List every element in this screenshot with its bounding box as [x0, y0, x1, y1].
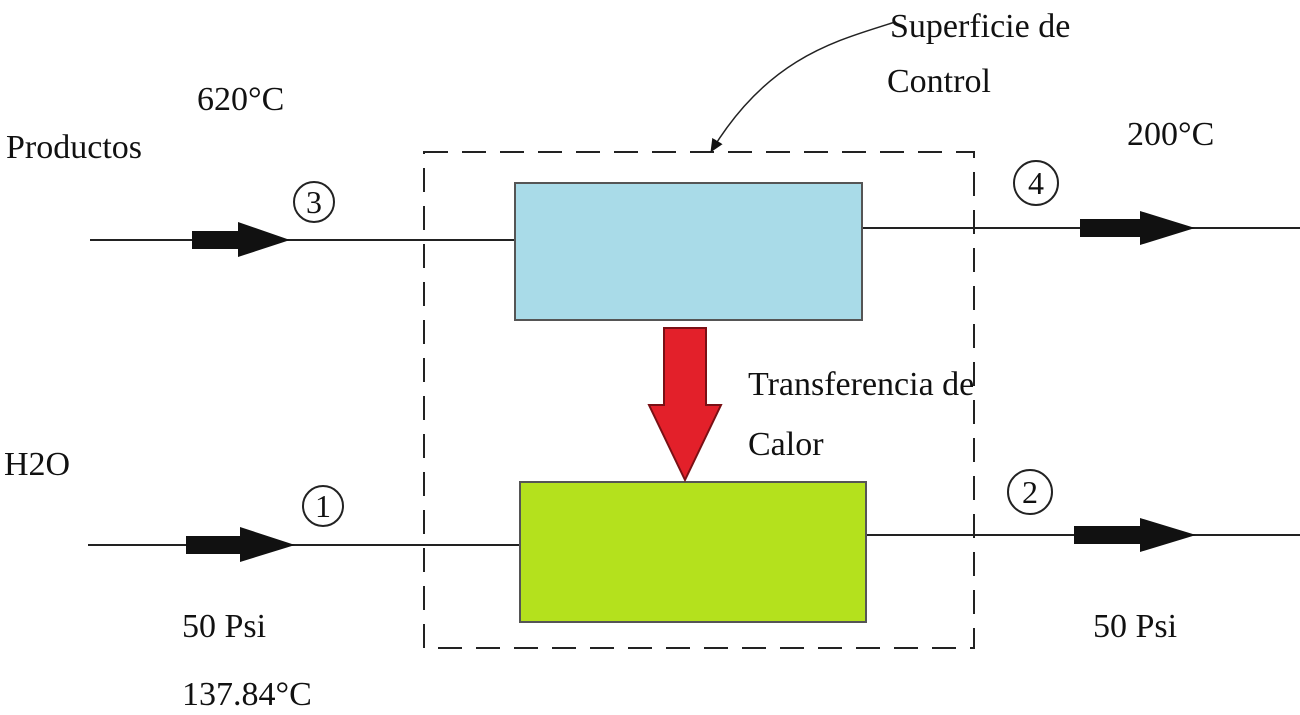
stream-4-circle	[1013, 160, 1059, 206]
stream-1-number: 1	[315, 488, 331, 524]
stream-4-number: 4	[1028, 165, 1044, 201]
stream-3-circle	[293, 181, 335, 223]
stream-2-circle	[1007, 469, 1053, 515]
control-surface-pointer	[710, 21, 896, 153]
stream-1-circle	[302, 485, 344, 527]
stream-3-number: 3	[306, 184, 322, 220]
water-label: H2O	[4, 446, 70, 483]
hot-side-block	[514, 182, 863, 321]
water-inlet-arrow	[186, 527, 295, 562]
products-outlet-arrow	[1080, 211, 1195, 245]
heat-transfer-label-line1: Transferencia de	[748, 366, 974, 403]
stream-2-number: 2	[1022, 474, 1038, 510]
products-label: Productos	[6, 129, 142, 166]
products-inlet-temperature: 620°C	[197, 81, 284, 118]
control-surface-label-line1: Superficie de	[890, 8, 1070, 45]
control-surface-label-line2: Control	[887, 63, 991, 100]
control-surface-boundary	[423, 151, 975, 649]
products-outlet-temperature: 200°C	[1127, 116, 1214, 153]
heat-transfer-arrow	[647, 327, 723, 483]
water-outlet-arrow	[1074, 518, 1196, 552]
cold-side-block	[519, 481, 867, 623]
products-inlet-arrow	[192, 222, 290, 257]
water-inlet-temperature: 137.84°C	[182, 676, 312, 713]
heat-transfer-label-line2: Calor	[748, 426, 824, 463]
water-inlet-pressure: 50 Psi	[182, 608, 266, 645]
water-outlet-pressure: 50 Psi	[1093, 608, 1177, 645]
